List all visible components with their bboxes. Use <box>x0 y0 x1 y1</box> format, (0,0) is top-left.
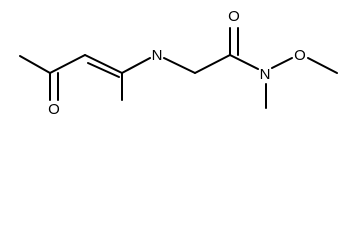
bond-methylene-to-carbonyl <box>194 54 231 74</box>
amine-nitrogen-label: N <box>152 47 163 64</box>
structure-canvas: O N O N O <box>19 7 338 118</box>
bond-carbonyl-to-amide-nitrogen <box>229 54 259 70</box>
bond-nitrogen-to-oxygen <box>271 57 293 69</box>
methoxy-oxygen-label: O <box>294 47 306 64</box>
amide-nitrogen-label: N <box>260 66 271 83</box>
amide-oxygen-label: O <box>228 8 240 25</box>
bond-methyl-to-ketone-carbon <box>19 55 51 74</box>
bond-vinyl-double <box>87 62 120 78</box>
bond-vinyl-to-nitrogen <box>121 57 151 74</box>
ketone-oxygen-label: O <box>48 101 60 118</box>
bond-vinyl-main <box>84 54 123 74</box>
bond-nitrogen-to-methylene <box>163 57 196 74</box>
bond-ketone-to-vinyl <box>49 54 86 74</box>
bond-o-methyl <box>307 57 338 74</box>
chemical-structure-diagram: O N O N O <box>19 8 338 118</box>
